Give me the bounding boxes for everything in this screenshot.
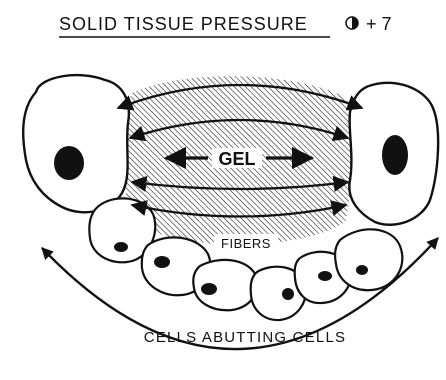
bottom-cell-4-nucleus — [282, 288, 294, 300]
gel-label: GEL — [218, 149, 255, 169]
left-cell-nucleus — [54, 146, 84, 180]
bottom-cell-5-nucleus — [318, 271, 332, 281]
left-large-cell — [23, 75, 129, 212]
right-cell-nucleus — [382, 135, 408, 175]
bottom-cell-3-nucleus — [201, 283, 217, 295]
bottom-cell-3 — [193, 260, 257, 310]
fibers-label: FIBERS — [221, 236, 271, 251]
half-filled-circle-icon — [346, 17, 358, 29]
bottom-cell-1-nucleus — [114, 242, 128, 252]
pressure-value: + 7 — [366, 14, 392, 34]
diagram-title: SOLID TISSUE PRESSURE — [59, 14, 308, 34]
cells-abutting-cells-label: CELLS ABUTTING CELLS — [144, 329, 346, 346]
bottom-cell-2-nucleus — [154, 256, 170, 268]
bottom-cell-6-nucleus — [356, 265, 368, 275]
